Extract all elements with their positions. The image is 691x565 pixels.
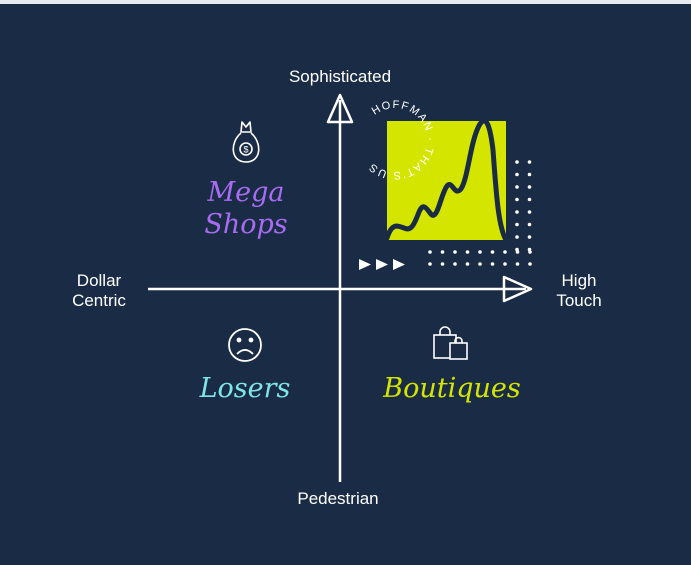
decor-dot — [515, 197, 519, 202]
decor-dot — [527, 210, 532, 214]
sad-face-icon — [228, 328, 262, 362]
vertical-axis-arrow-icon — [326, 93, 354, 124]
decor-dot — [527, 185, 532, 189]
axis-label-right-line1: High — [561, 271, 597, 290]
axis-label-top: Sophisticated — [288, 67, 392, 86]
decor-dot — [440, 262, 445, 266]
decor-dot — [527, 160, 532, 164]
quadrant-label-losers: Losers — [199, 373, 291, 404]
decor-dot — [453, 250, 457, 254]
axis-label-right: High Touch — [529, 271, 629, 311]
decor-dot — [528, 262, 532, 266]
svg-text:$: $ — [243, 145, 248, 155]
decor-dot — [478, 262, 482, 266]
decor-dot — [478, 250, 482, 254]
decor-dot — [503, 250, 507, 254]
decor-dot — [515, 172, 519, 177]
decor-dot — [527, 235, 532, 239]
decor-dot — [503, 262, 507, 266]
decor-dot — [515, 250, 520, 254]
decor-dot — [465, 262, 470, 266]
axis-label-right-line2: Touch — [556, 291, 602, 310]
decor-dot — [428, 250, 432, 254]
decor-dot — [490, 250, 495, 254]
axis-label-left: Dollar Centric — [49, 271, 149, 311]
shops-label: Shops — [204, 209, 288, 240]
top-border — [0, 0, 691, 4]
decor-dot — [453, 262, 457, 266]
decor-dot — [528, 250, 532, 254]
decor-dot — [515, 222, 519, 227]
decor-dot — [515, 185, 519, 189]
decor-dot — [465, 250, 470, 254]
decor-dot — [527, 172, 532, 177]
decor-dot — [527, 197, 532, 202]
decor-dot — [515, 160, 519, 164]
mega-label: Mega — [207, 177, 285, 208]
axis-label-left-line2: Centric — [72, 291, 126, 310]
money-bag-icon: $ — [232, 121, 260, 163]
shopping-bag-icon — [433, 326, 468, 360]
hoffman-logo: HOFFMAN · THAT'S US — [359, 99, 532, 270]
decor-dot — [440, 250, 445, 254]
decor-dot — [515, 210, 519, 214]
quadrant-label-mega-shops: Mega Shops — [166, 177, 326, 241]
decor-dot — [515, 235, 519, 239]
axis-label-left-line1: Dollar — [76, 271, 122, 290]
decor-dot — [515, 262, 520, 266]
decor-dot — [490, 262, 495, 266]
horizontal-axis-arrow-icon — [502, 275, 533, 303]
decor-dot — [428, 262, 432, 266]
axis-label-bottom: Pedestrian — [297, 489, 379, 508]
decor-dot — [527, 222, 532, 227]
quadrant-label-boutiques: Boutiques — [383, 373, 521, 404]
